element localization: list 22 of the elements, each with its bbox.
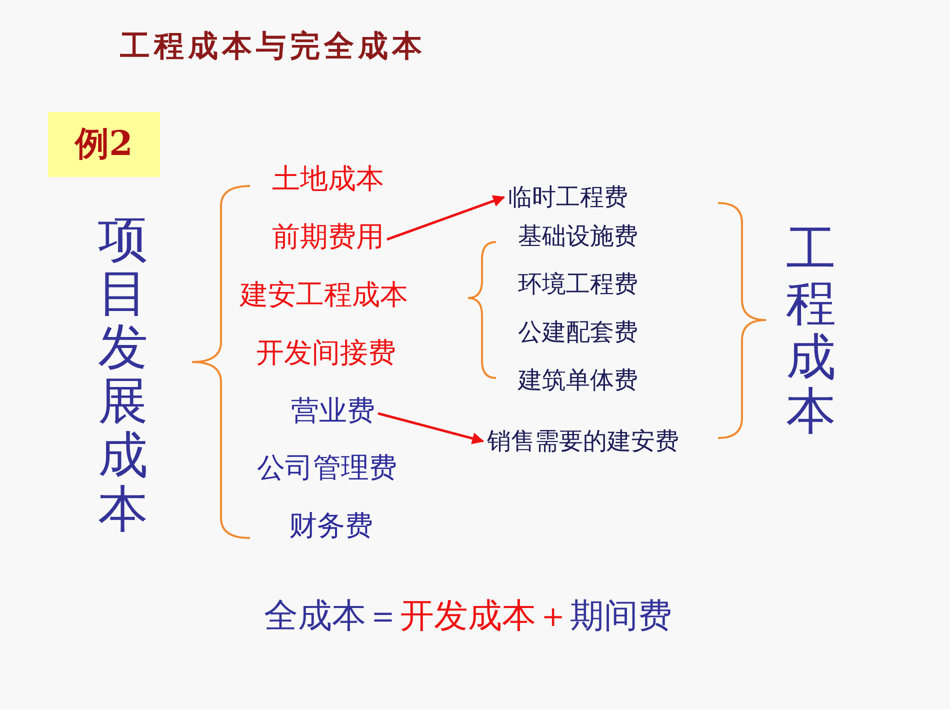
cost-item-text: 营业费 — [291, 396, 375, 427]
cost-item-text: 公司管理费 — [257, 453, 397, 484]
cost-item-text: 财务费 — [289, 511, 373, 542]
cost-item-text: 前期费用 — [272, 222, 384, 253]
formula-text: 全成本＝ — [264, 596, 400, 636]
cost-item-text: 销售需要的建安费 — [487, 428, 679, 454]
title: 工程成本与完全成本 — [120, 30, 426, 63]
vertical-heading: 项目发展成本 — [98, 212, 148, 536]
vertical-heading: 工程成本 — [786, 222, 836, 438]
example-badge: 例2 — [48, 112, 160, 177]
cost-item-text: 公建配套费 — [518, 319, 638, 346]
cost-item-text: 环境工程费 — [518, 271, 638, 298]
cost-item-text: 土地成本 — [272, 164, 384, 195]
cost-item-text: 基础设施费 — [518, 223, 638, 250]
cost-item-text: 建安工程成本 — [240, 280, 408, 311]
cost-item-text: 开发间接费 — [256, 338, 396, 369]
arrow — [378, 412, 484, 444]
cost-item-text: 建筑单体费 — [518, 367, 638, 394]
formula-text: 期间费 — [570, 596, 672, 636]
formula-text: 开发成本＋ — [400, 596, 570, 636]
arrow — [386, 195, 506, 241]
cost-item-text: 临时工程费 — [508, 184, 628, 210]
